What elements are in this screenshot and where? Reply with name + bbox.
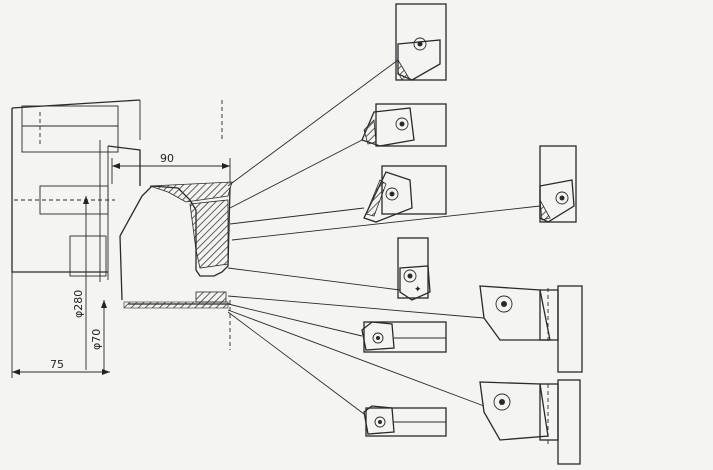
tool-holder-4 (539, 145, 577, 223)
tool-holder-5: ✦ (397, 237, 431, 301)
tool-holder-3 (363, 165, 447, 223)
leader-lines (227, 59, 541, 415)
dimension-70: φ70 (90, 300, 107, 370)
dimension-280-label: φ280 (72, 290, 85, 318)
dimension-280: φ280 (72, 196, 89, 370)
dimension-90: 90 (111, 152, 231, 184)
tool-holder-9 (363, 405, 447, 437)
svg-text:✦: ✦ (414, 285, 422, 295)
hatched-section-bore (189, 199, 229, 269)
tool-holder-1 (395, 3, 447, 81)
dimension-90-label: 90 (160, 152, 174, 165)
tool-holder-6 (479, 285, 583, 373)
tool-holder-8 (479, 379, 581, 465)
hatched-section-bottom (195, 291, 227, 303)
dimension-75-label: 75 (50, 358, 64, 371)
tool-holder-7 (361, 321, 447, 353)
hatched-section-top (149, 181, 233, 203)
dimension-75: 75 (11, 272, 110, 378)
dimension-70-label: φ70 (90, 329, 103, 350)
workpiece (119, 181, 233, 309)
tool-holder-2 (361, 103, 447, 147)
